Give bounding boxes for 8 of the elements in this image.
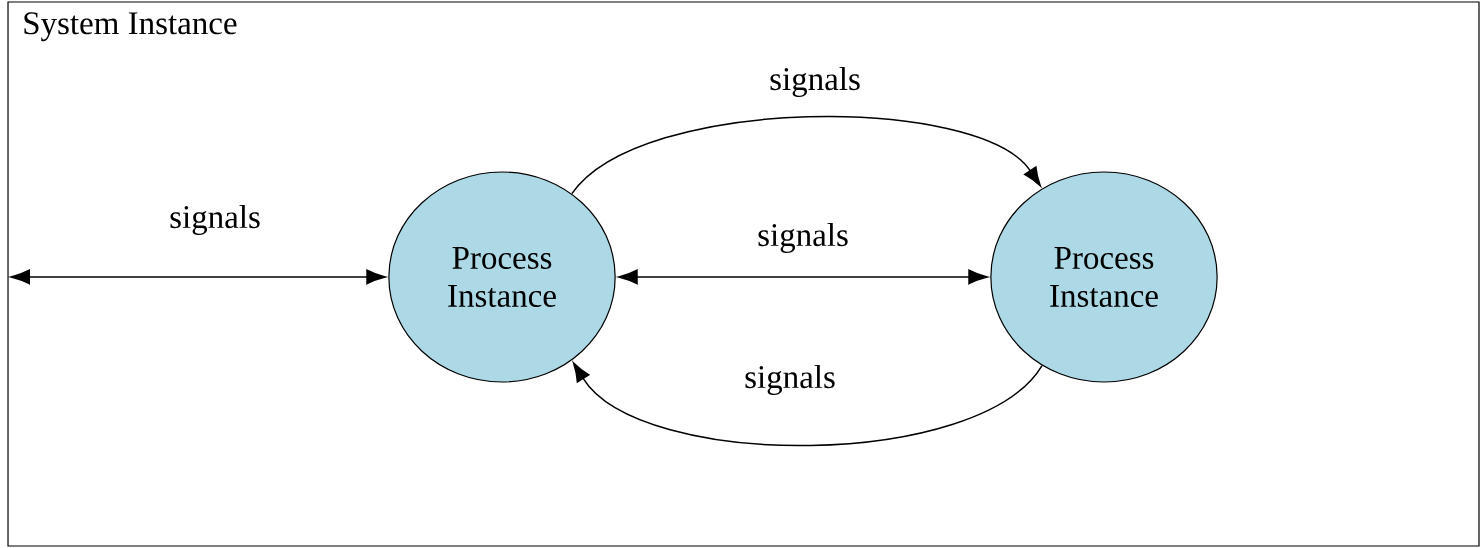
- edge-label: signals: [742, 363, 838, 397]
- edge-label: signals: [755, 221, 851, 255]
- arrow: [571, 116, 1041, 195]
- edge-label: signals: [167, 203, 263, 237]
- edge-label: signals: [767, 65, 863, 99]
- arrow: [572, 362, 1043, 447]
- arrow: [10, 269, 386, 285]
- arrow: [618, 269, 988, 285]
